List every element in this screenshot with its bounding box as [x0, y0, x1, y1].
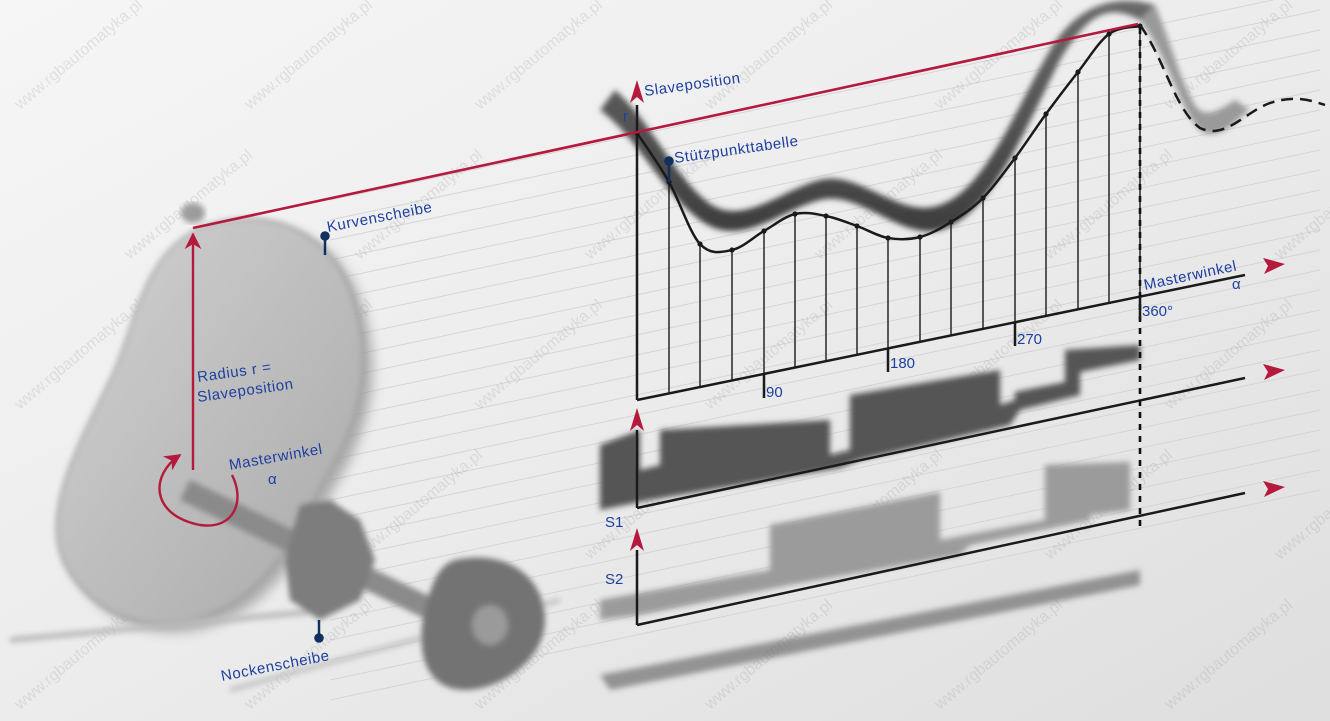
s1-label: S1	[605, 514, 623, 531]
support-point	[1106, 31, 1111, 36]
support-point	[885, 235, 890, 240]
alpha-cam-label: α	[268, 471, 277, 488]
alpha-axis-label: α	[1232, 276, 1241, 293]
support-point	[729, 247, 734, 252]
support-point	[1043, 111, 1048, 116]
support-point	[1012, 155, 1017, 160]
support-point	[761, 228, 766, 233]
tick-label-180: 180	[890, 355, 915, 372]
support-point	[792, 211, 797, 216]
support-point	[1075, 69, 1080, 74]
support-point	[980, 195, 985, 200]
support-point	[823, 213, 828, 218]
support-point	[697, 241, 702, 246]
tick-label-360: 360°	[1142, 303, 1173, 320]
support-point	[948, 219, 953, 224]
r-axis-label: r	[623, 108, 629, 125]
tick-label-90: 90	[766, 384, 783, 401]
follower-roller	[181, 203, 205, 223]
support-point	[917, 234, 922, 239]
s2-label: S2	[605, 571, 623, 588]
support-point	[854, 223, 859, 228]
tick-label-270: 270	[1017, 331, 1042, 348]
